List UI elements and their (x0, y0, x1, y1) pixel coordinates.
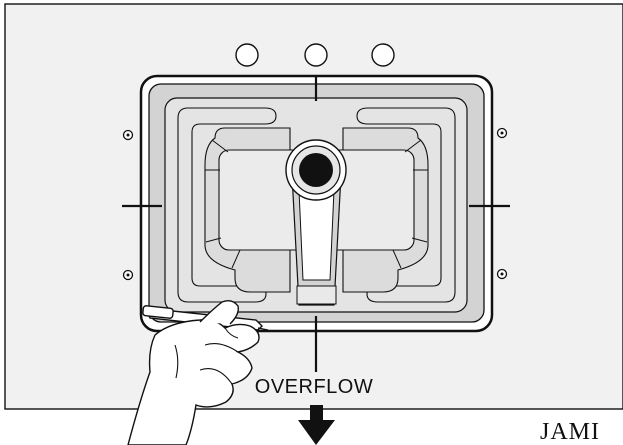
faucet-hole-left (235, 43, 259, 67)
slope-line-5 (404, 139, 422, 153)
slope-line-1 (211, 139, 229, 153)
slope-line-3 (205, 237, 222, 243)
slope-line-4 (231, 249, 241, 269)
overflow-label: OVERFLOW (254, 376, 374, 398)
brand-logo-partial: JAMI (540, 419, 601, 445)
groove-top-right (356, 107, 456, 205)
groove-top-left (177, 107, 277, 205)
drain-channel-end (296, 285, 337, 305)
arrow-down-icon (298, 405, 335, 445)
drain-hole (299, 153, 333, 187)
faucet-hole-right (371, 43, 395, 67)
groove-bottom-right (366, 205, 456, 303)
faucet-hole-center (304, 43, 328, 67)
hand-holding-pen-icon (127, 299, 269, 445)
slope-line-7 (411, 237, 428, 243)
slope-line-8 (392, 249, 402, 269)
drain-channel-inner (298, 189, 335, 281)
groove-bottom-left (177, 205, 267, 303)
